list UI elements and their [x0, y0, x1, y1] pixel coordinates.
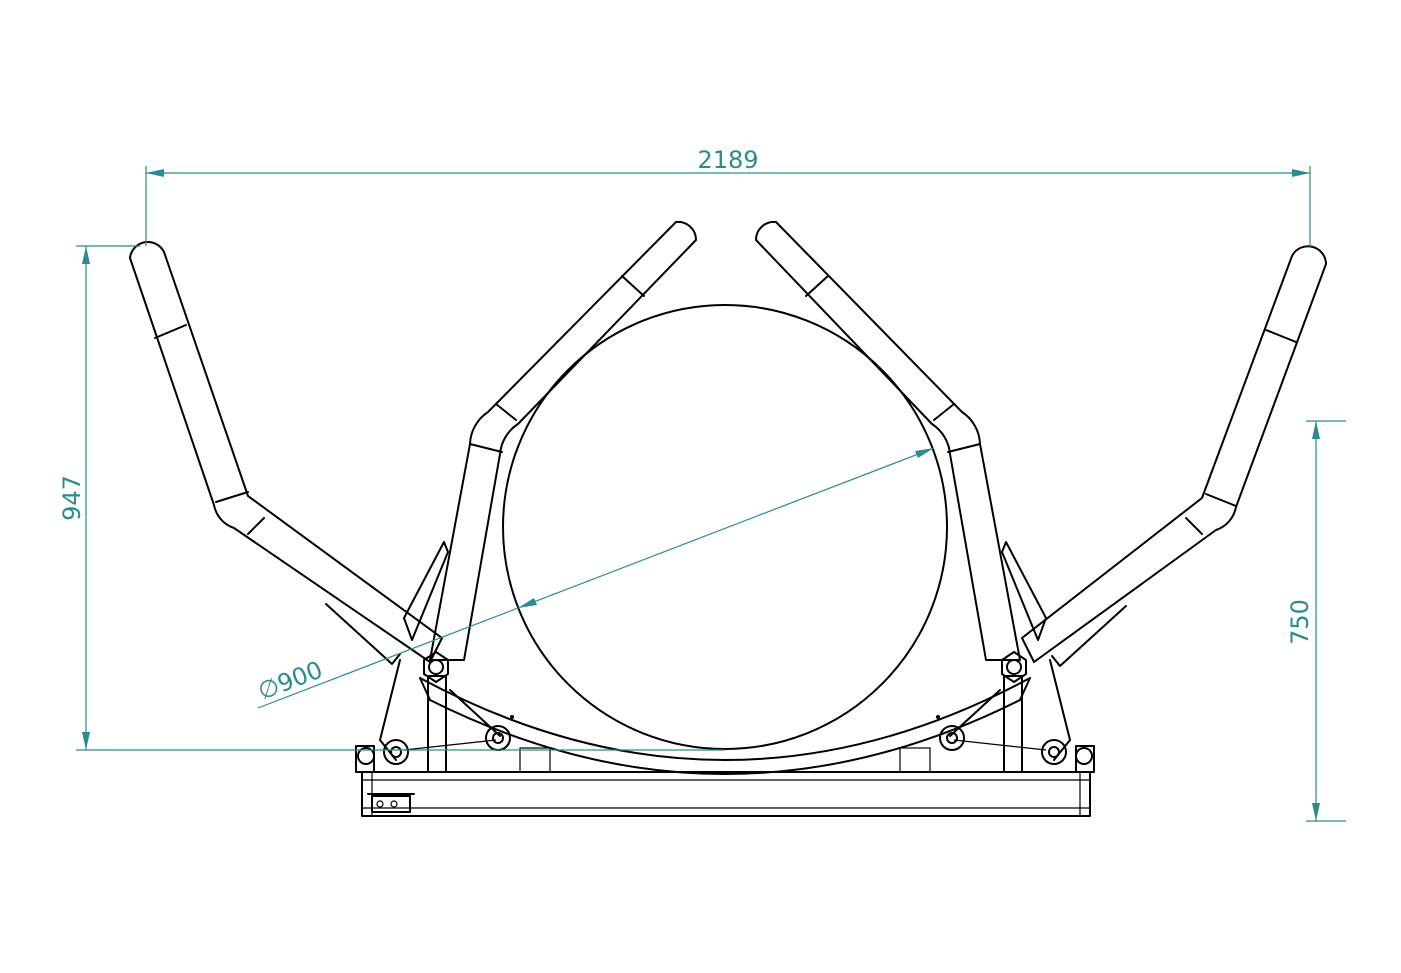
dimension-overall-width: 2189 [145, 146, 1311, 248]
overall-width-label: 2189 [697, 146, 758, 174]
left-inner-arm [403, 220, 698, 661]
arrowhead-bottom [82, 732, 90, 750]
dimension-roll-diameter: ∅900 [254, 447, 935, 709]
roll-diameter-label: ∅900 [254, 656, 326, 706]
nameplate [367, 793, 415, 813]
right-inner-arm [754, 220, 1047, 661]
arrowhead-top [1312, 421, 1320, 439]
arrowhead-lower [518, 598, 537, 608]
left-main-pivot [423, 651, 449, 683]
left-outer-arm [129, 241, 443, 665]
frame-height-label: 750 [1286, 599, 1314, 645]
arrowhead-upper [915, 448, 934, 458]
dimension-frame-height: 750 [1286, 420, 1346, 822]
arrowhead-left [146, 169, 164, 177]
right-lower-pivots [939, 725, 1093, 765]
overall-height-label: 947 [58, 475, 86, 521]
base-frame [355, 675, 1095, 817]
arrowhead-right [1292, 169, 1310, 177]
arrowhead-top [82, 246, 90, 264]
right-outer-arm [1021, 245, 1327, 667]
roll-outline [502, 304, 948, 750]
arrowhead-bottom [1312, 803, 1320, 821]
dimension-overall-height: 947 [58, 245, 725, 751]
left-lower-pivots [357, 725, 511, 765]
cradle [419, 677, 1031, 775]
right-main-pivot [1001, 651, 1027, 683]
